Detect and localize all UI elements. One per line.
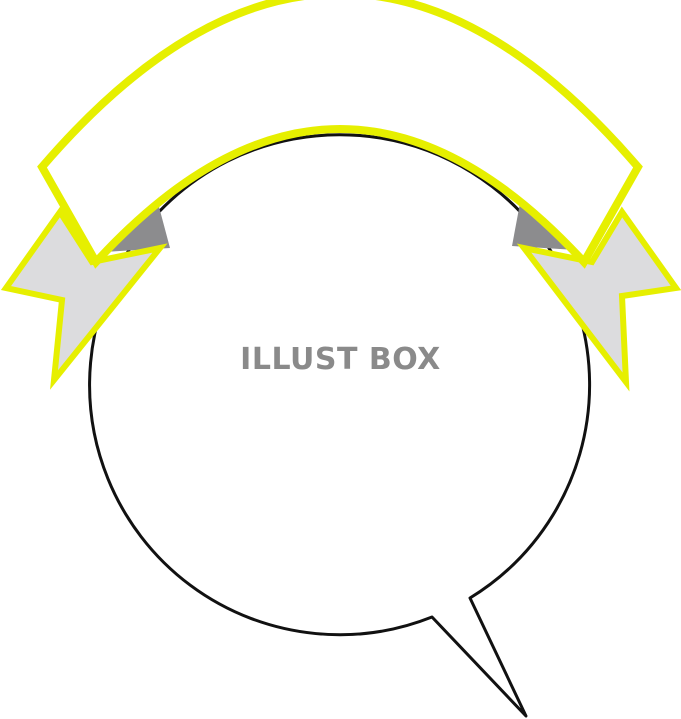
ribbon-right-tail-shape [516, 206, 681, 392]
watermark-label: ILLUST BOX [240, 342, 441, 377]
speech-bubble [88, 133, 592, 718]
ribbon-band [37, 0, 643, 269]
ribbon-band-shape [37, 0, 643, 269]
speech-bubble-outline [88, 133, 592, 718]
